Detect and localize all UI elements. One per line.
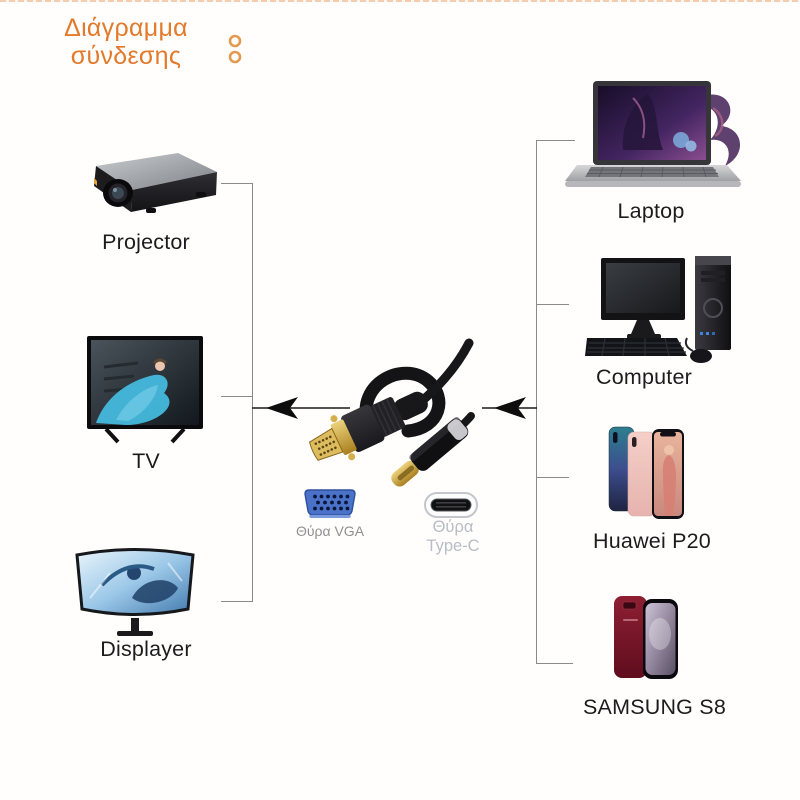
tv-image [87,336,203,444]
projector-image [94,153,217,213]
huawei-p20-image [608,426,684,519]
laptop-label: Laptop [617,199,685,223]
page-title-line1: Διάγραμμα [64,14,188,42]
right-stub-samsung [536,663,573,664]
tv-label: TV [132,449,160,473]
vga-port-icon [304,489,356,518]
typec-port-label-line2: Type-C [426,537,480,555]
left-arrow-icon [252,397,350,419]
top-accent-border [0,0,800,2]
left-bracket-vertical-line [252,183,253,601]
vga-typec-cable-image [309,338,475,487]
typec-port-label-line1: Θύρα [432,518,474,536]
left-stub-displayer [221,601,253,602]
computer-label: Computer [596,365,692,389]
page-title: Διάγραμμα σύνδεσης [48,14,204,70]
displayer-image [75,548,195,636]
displayer-label: Displayer [100,637,192,661]
right-stub-laptop [536,140,575,141]
left-stub-projector [221,183,253,184]
projector-label: Projector [102,230,190,254]
page-title-line2: σύνδεσης [70,42,182,70]
two-dots-icon [228,34,242,64]
samsung-s8-image [614,596,678,679]
right-stub-computer [536,304,569,305]
vga-port-label: Θύρα VGA [295,523,365,539]
samsung-s8-label: SAMSUNG S8 [583,695,726,719]
computer-image [585,256,731,363]
typec-port-label: Θύρα Type-C [412,518,494,556]
huawei-p20-label: Huawei P20 [593,529,711,553]
laptop-image [565,81,741,187]
right-stub-huawei [536,477,569,478]
right-arrow-icon [482,397,537,419]
typec-port-icon [424,492,478,518]
left-stub-tv [221,396,253,397]
right-bracket-vertical-line [536,140,537,663]
